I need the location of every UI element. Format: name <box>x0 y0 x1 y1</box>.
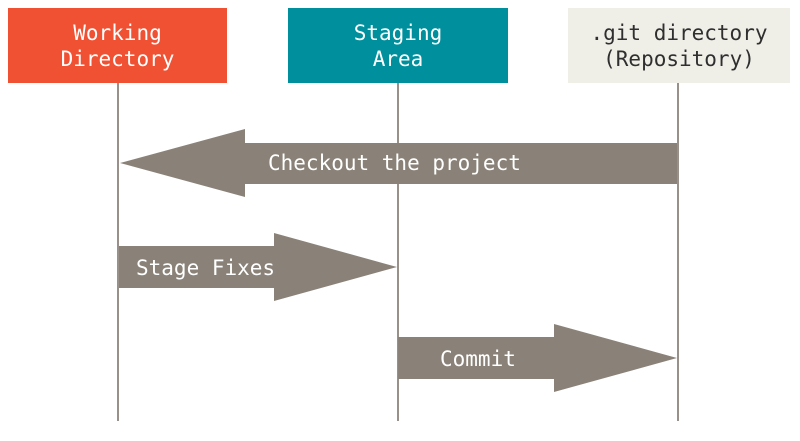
staging-area-lifeline <box>397 83 399 421</box>
working-directory-lifeline <box>117 83 119 421</box>
git-directory-lifeline <box>677 83 679 421</box>
working-directory-box: Working Directory <box>8 8 227 83</box>
git-directory-box: .git directory (Repository) <box>568 8 790 83</box>
working-directory-label-line2: Directory <box>60 46 175 71</box>
staging-area-label-line2: Area <box>372 46 424 71</box>
staging-area-label-line1: Staging <box>353 20 443 45</box>
commit-arrow <box>398 324 677 392</box>
checkout-arrow <box>120 129 677 197</box>
working-directory-label-line1: Working <box>73 20 162 45</box>
git-directory-label-line2: (Repository) <box>603 46 755 71</box>
staging-area-box: Staging Area <box>288 8 508 83</box>
commit-arrow-label: Commit <box>440 347 516 371</box>
checkout-arrow-label: Checkout the project <box>268 151 521 175</box>
git-directory-label-line1: .git directory <box>590 20 768 45</box>
stage-fixes-arrow-label: Stage Fixes <box>136 256 276 280</box>
stage-fixes-arrow <box>119 233 397 301</box>
